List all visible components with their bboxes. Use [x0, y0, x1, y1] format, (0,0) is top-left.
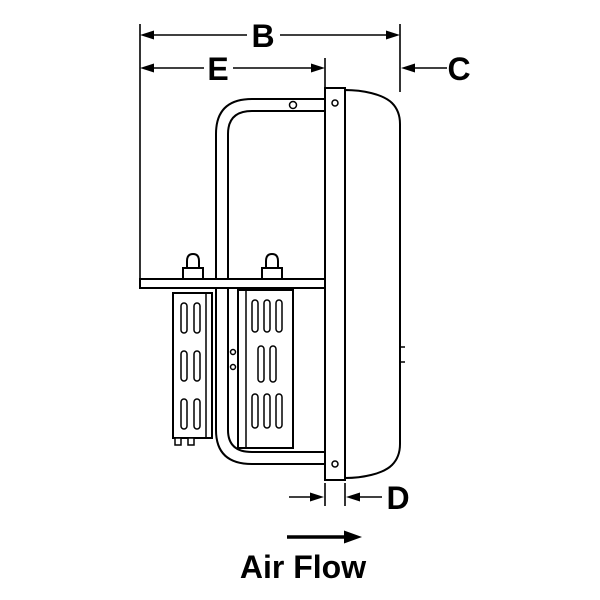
dim-label-b: B [251, 18, 274, 54]
dimension-c: C [401, 51, 471, 87]
dimension-e: E [140, 51, 326, 88]
arrowhead-left [346, 492, 360, 502]
motor-plate-right [237, 289, 294, 449]
isolator-cap-left [182, 252, 204, 280]
arrowhead-right [311, 63, 325, 73]
arrowhead-left [140, 63, 154, 73]
guard-outer [215, 98, 325, 465]
isolator-cap-right [261, 252, 283, 280]
flange-hole [229, 363, 237, 371]
dim-label-d: D [386, 480, 409, 516]
mounting-panel [324, 87, 346, 481]
dimension-b: B [139, 18, 401, 279]
motor-plate-left [172, 292, 213, 446]
guard-screw [288, 100, 298, 110]
air-flow-arrowhead [344, 530, 362, 544]
arrowhead-right [310, 492, 324, 502]
fan-drawing [139, 87, 405, 481]
panel-hole-bottom [331, 460, 339, 468]
arrowhead-left [140, 30, 154, 40]
flange-hole [229, 348, 237, 356]
dim-label-e: E [207, 51, 228, 87]
air-flow-label: Air Flow [240, 549, 366, 585]
air-flow-annotation: Air Flow [240, 530, 366, 585]
dimension-d: D [289, 480, 410, 516]
arrowhead-left [401, 63, 415, 73]
arrowhead-right [386, 30, 400, 40]
dim-label-c: C [447, 51, 470, 87]
shroud-outline [344, 88, 401, 480]
mount-bracket-bar [139, 278, 326, 289]
panel-hole-top [331, 99, 339, 107]
